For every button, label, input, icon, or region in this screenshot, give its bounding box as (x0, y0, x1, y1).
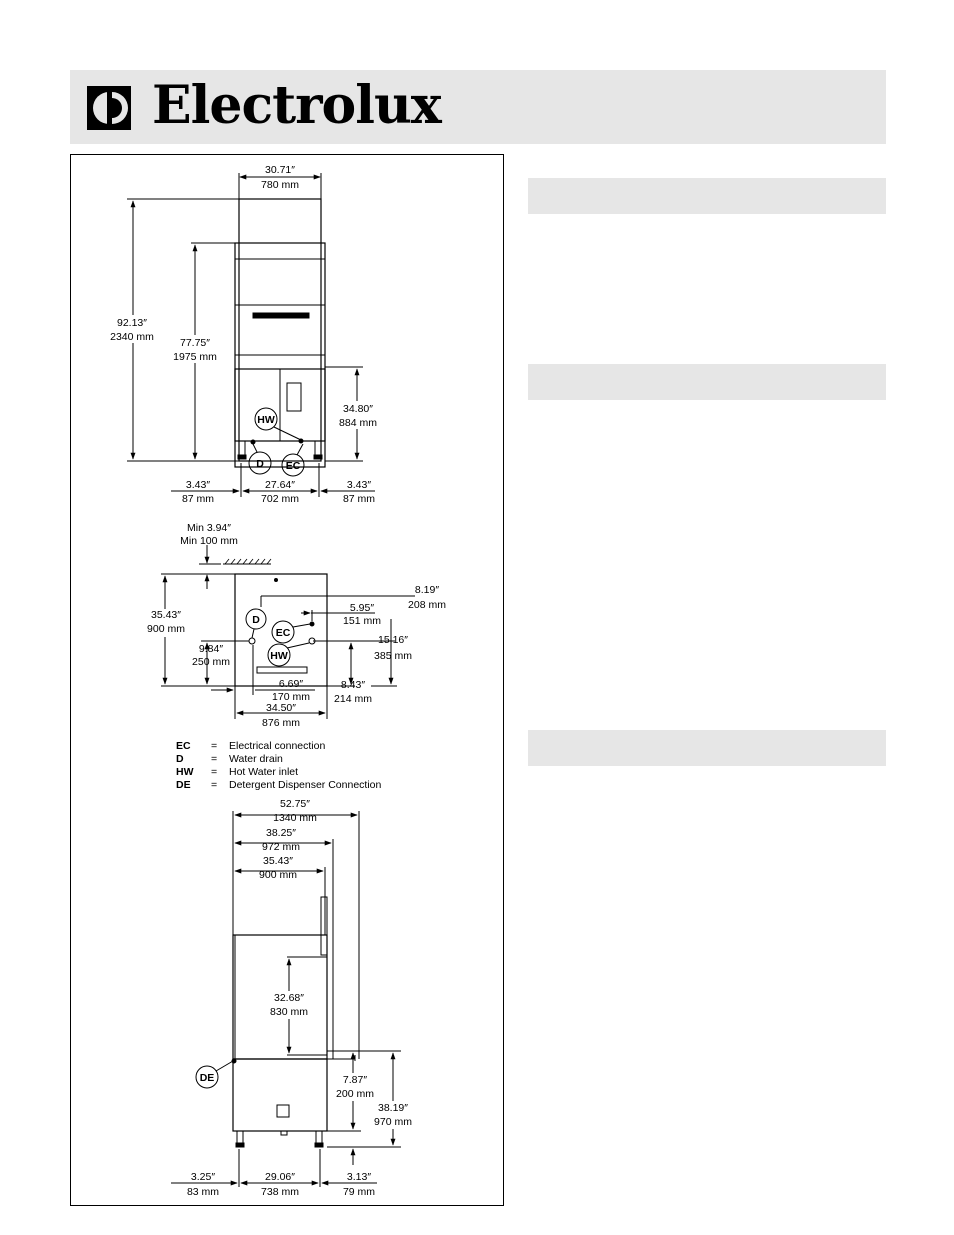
side-view-labels: 52.75″ 1340 mm 38.25″ 972 mm 35.43″ 900 … (187, 798, 415, 1198)
front-view-labels: 30.71″ 780 mm 92.13″ 2340 mm 77.75″ 1975… (109, 164, 379, 505)
side-depth3-mm: 900 mm (259, 869, 297, 881)
legend-desc-ec: Electrical connection (229, 740, 325, 752)
side-d2-mm: 970 mm (374, 1116, 412, 1128)
section-bar-3 (528, 730, 886, 766)
front-right-offset-in: 3.43″ (347, 479, 371, 491)
front-right-offset-mm: 87 mm (343, 493, 375, 505)
section-bar-1 (528, 178, 886, 214)
front-view (127, 173, 375, 497)
front-d-label: D (256, 458, 264, 470)
plan-width-in: 34.50″ (266, 702, 296, 714)
side-d1-mm: 200 mm (336, 1088, 374, 1100)
front-hood-height-mm: 1975 mm (173, 351, 217, 363)
front-base-height-mm: 884 mm (339, 417, 377, 429)
legend-code-hw: HW (176, 766, 194, 778)
plan-ec-label: EC (276, 627, 291, 639)
side-opening-mm: 830 mm (270, 1006, 308, 1018)
side-de-label: DE (200, 1072, 215, 1084)
plan-hw-y-in: 15.16″ (378, 634, 408, 646)
legend-eq-d: = (211, 753, 217, 765)
side-depth3-in: 35.43″ (263, 855, 293, 867)
plan-drain-y-in: 9.84″ (199, 643, 223, 655)
legend-desc-de: Detergent Dispenser Connection (229, 779, 381, 791)
side-mid-mm: 738 mm (261, 1186, 299, 1198)
plan-view (161, 545, 415, 719)
dimension-drawings: 30.71″ 780 mm 92.13″ 2340 mm 77.75″ 1975… (70, 154, 504, 1206)
plan-clearance-in: Min 3.94″ (187, 522, 231, 534)
front-left-offset-in: 3.43″ (186, 479, 210, 491)
side-right-in: 3.13″ (347, 1171, 371, 1183)
front-base-height-in: 34.80″ (343, 403, 373, 415)
side-depth2-mm: 972 mm (262, 841, 300, 853)
front-total-height-in: 92.13″ (117, 317, 147, 329)
front-width-in: 30.71″ (265, 164, 295, 176)
plan-right-offset-mm: 208 mm (408, 599, 446, 611)
plan-ec-offset-in: 5.95″ (350, 602, 374, 614)
plan-view-labels: Min 3.94″ Min 100 mm 35.43″ 900 mm 9.84″… (145, 522, 446, 729)
side-d1-in: 7.87″ (343, 1074, 367, 1086)
side-left-in: 3.25″ (191, 1171, 215, 1183)
plan-depth-mm: 900 mm (147, 623, 185, 635)
front-width-mm: 780 mm (261, 179, 299, 191)
side-view (171, 811, 401, 1187)
side-total-depth-mm: 1340 mm (273, 812, 317, 824)
legend-eq-de: = (211, 779, 217, 791)
legend-code-de: DE (176, 779, 191, 791)
side-depth2-in: 38.25″ (266, 827, 296, 839)
plan-hw-label: HW (270, 650, 288, 662)
side-left-mm: 83 mm (187, 1186, 219, 1198)
plan-depth-in: 35.43″ (151, 609, 181, 621)
brand-name: Electrolux (152, 75, 442, 136)
front-hood-height-in: 77.75″ (180, 337, 210, 349)
legend-desc-d: Water drain (229, 753, 283, 765)
plan-right-offset-in: 8.19″ (415, 584, 439, 596)
legend-code-d: D (176, 753, 184, 765)
plan-d-label: D (252, 614, 260, 626)
connection-legend: EC = Electrical connection D = Water dra… (176, 740, 381, 791)
front-inner-width-mm: 702 mm (261, 493, 299, 505)
plan-drain-x-mm: 170 mm (272, 691, 310, 703)
electrolux-logo-icon (87, 86, 131, 130)
brand-header: Electrolux (70, 70, 886, 144)
plan-drain-x-in: 6.69″ (279, 678, 303, 690)
section-bar-2 (528, 364, 886, 400)
plan-right-y-in: 8.43″ (341, 679, 365, 691)
legend-eq-hw: = (211, 766, 217, 778)
side-total-depth-in: 52.75″ (280, 798, 310, 810)
plan-drain-y-mm: 250 mm (192, 656, 230, 668)
front-hw-label: HW (257, 414, 275, 426)
side-right-mm: 79 mm (343, 1186, 375, 1198)
legend-desc-hw: Hot Water inlet (229, 766, 298, 778)
plan-right-y-mm: 214 mm (334, 693, 372, 705)
legend-eq-ec: = (211, 740, 217, 752)
front-inner-width-in: 27.64″ (265, 479, 295, 491)
legend-code-ec: EC (176, 740, 191, 752)
plan-width-mm: 876 mm (262, 717, 300, 729)
front-left-offset-mm: 87 mm (182, 493, 214, 505)
front-total-height-mm: 2340 mm (110, 331, 154, 343)
plan-hw-y-mm: 385 mm (374, 650, 412, 662)
side-mid-in: 29.06″ (265, 1171, 295, 1183)
side-opening-in: 32.68″ (274, 992, 304, 1004)
front-ec-label: EC (286, 460, 301, 472)
side-d2-in: 38.19″ (378, 1102, 408, 1114)
plan-clearance-mm: Min 100 mm (180, 535, 238, 547)
plan-ec-offset-mm: 151 mm (343, 615, 381, 627)
